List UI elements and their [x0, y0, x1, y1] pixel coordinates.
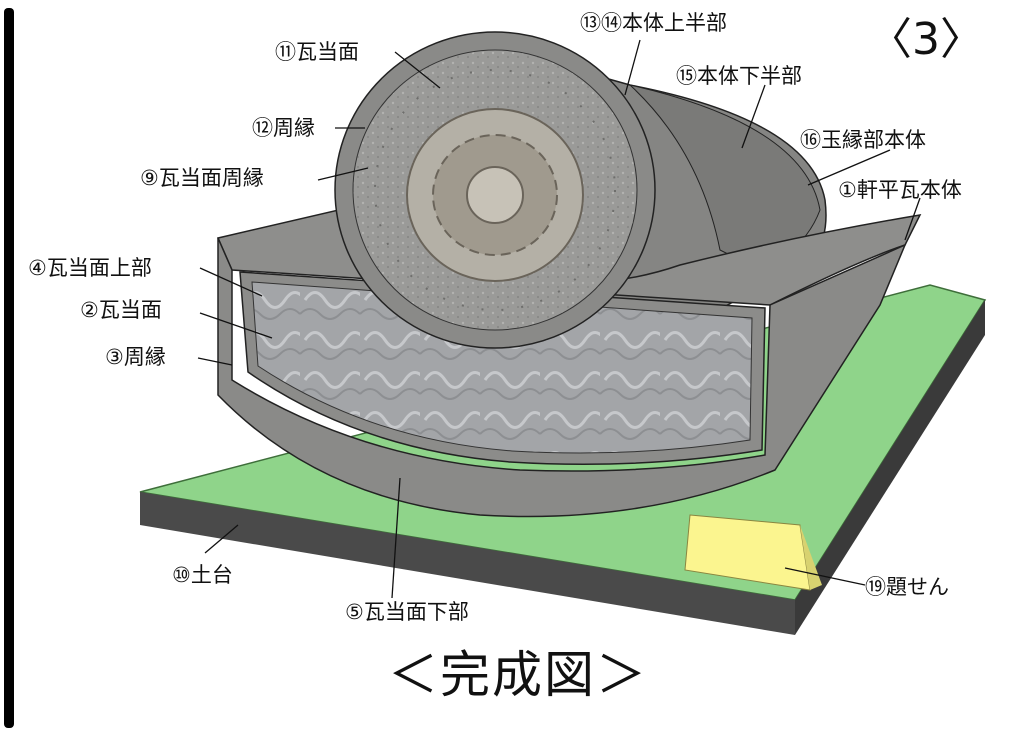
label-11-face: ⑪瓦当面	[275, 40, 359, 64]
eave-tile-face-inner	[251, 281, 753, 454]
caption-completed-view: ＜完成図＞	[388, 646, 648, 704]
round-tile-center	[466, 166, 524, 224]
label-15-body-lower: ⑮本体下半部	[676, 64, 802, 88]
label-19-plaque: ⑲題せん	[865, 575, 949, 599]
base-right-face	[795, 300, 985, 635]
label-1-eave-tile-body: ①軒平瓦本体	[838, 178, 962, 202]
leader-lines	[197, 39, 921, 599]
eave-tile-front	[217, 237, 907, 518]
label-4-face-top: ④瓦当面上部	[28, 256, 152, 280]
label-16-bead-body: ⑯玉縁部本体	[800, 128, 926, 152]
panel-number: 〈3〉	[868, 14, 984, 65]
label-9-face-rim: ⑨瓦当面周縁	[140, 166, 264, 190]
round-tile-dot-ring	[374, 69, 616, 311]
label-13-14-body-upper: ⑬⑭本体上半部	[580, 11, 727, 35]
left-border-bar	[4, 8, 14, 728]
base-front-face	[140, 492, 795, 635]
label-2-face: ②瓦当面	[80, 298, 162, 322]
plaque-side	[800, 525, 822, 590]
label-12-rim: ⑫周縁	[252, 116, 315, 140]
label-10-base: ⑩土台	[172, 563, 233, 587]
label-5-face-bottom: ⑤瓦当面下部	[345, 600, 469, 624]
label-3-rim: ③周縁	[105, 345, 166, 369]
